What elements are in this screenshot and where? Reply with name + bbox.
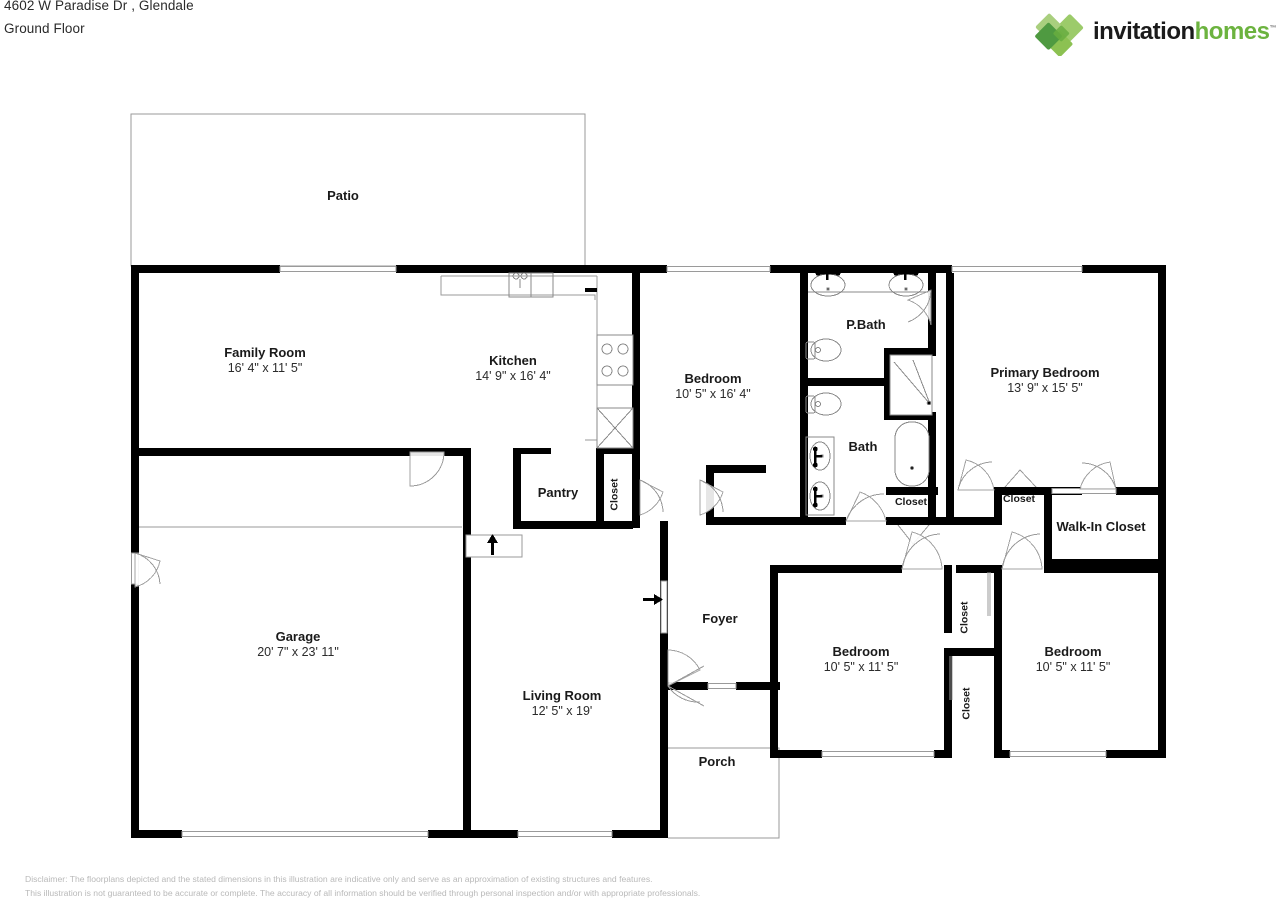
patio-outline bbox=[130, 113, 586, 267]
foyer-entry-arrow bbox=[643, 594, 663, 605]
walls bbox=[131, 265, 1166, 838]
faucet-glyphs bbox=[812, 270, 919, 508]
garage-entry-arrow bbox=[487, 534, 498, 555]
disclaimer-line-2: This illustration is not guaranteed to b… bbox=[25, 887, 701, 898]
bath-fixtures bbox=[805, 273, 933, 516]
door-swing-arcs bbox=[134, 289, 1117, 707]
invitation-homes-diamond-icon bbox=[1030, 8, 1084, 57]
disclaimer-line-1: Disclaimer: The floorplans depicted and … bbox=[25, 874, 653, 884]
logo-word-homes: homes bbox=[1194, 18, 1270, 45]
floor-subtitle: Ground Floor bbox=[4, 21, 85, 36]
logo-trademark: ™ bbox=[1269, 25, 1277, 32]
page-title: 4602 W Paradise Dr , Glendale bbox=[4, 0, 194, 13]
logo-word-invitation: invitation bbox=[1092, 18, 1195, 45]
thin-detail-lines bbox=[136, 275, 780, 839]
entry-direction-arrows bbox=[465, 534, 663, 605]
brand-logo: invitationhomes™ bbox=[1030, 8, 1277, 57]
disclaimer: Disclaimer: The floorplans depicted and … bbox=[25, 873, 700, 901]
kitchen-counter-stub bbox=[585, 288, 597, 292]
kitchen-fixtures bbox=[508, 272, 634, 449]
